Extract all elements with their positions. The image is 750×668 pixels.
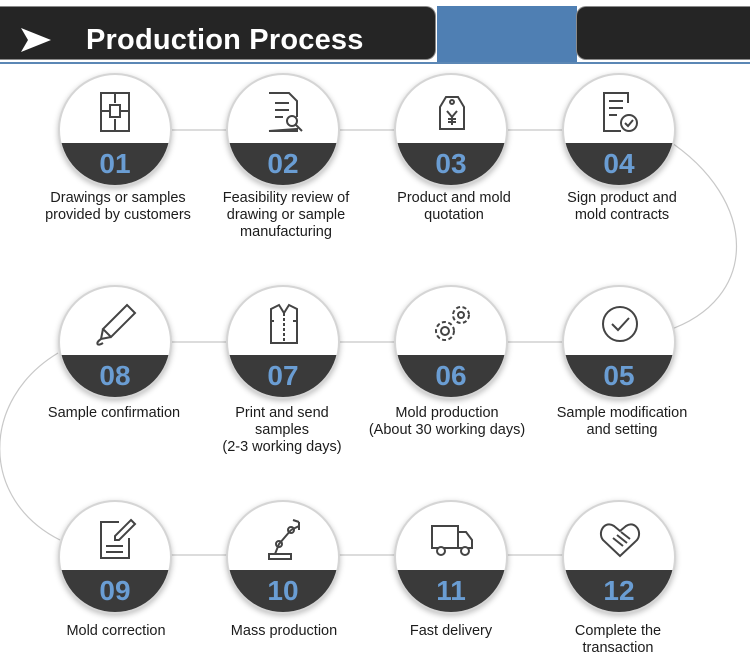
step-number: 08	[99, 360, 131, 391]
step-circle: 03	[394, 73, 508, 187]
process-step-04: 04	[562, 73, 676, 187]
process-step-03: 03	[394, 73, 508, 187]
step-label-01: Drawings or samples provided by customer…	[45, 190, 191, 223]
step-number: 06	[435, 360, 467, 391]
pen-icon	[96, 303, 137, 346]
step-label-11: Fast delivery	[409, 623, 493, 639]
header-banner: Production Process	[0, 0, 750, 68]
number-band	[564, 355, 674, 397]
step-number: 03	[435, 148, 467, 179]
gears-icon	[435, 306, 470, 341]
step-label-12: Complete the transaction	[574, 623, 662, 656]
step-circle: 05	[562, 285, 676, 399]
step-label-04: Sign product and mold contracts	[567, 190, 677, 223]
number-band	[564, 143, 674, 185]
step-number: 05	[603, 360, 635, 391]
signed-contract-icon	[603, 92, 638, 132]
step-label-09: Mold correction	[66, 623, 166, 639]
delivery-truck-icon	[431, 525, 473, 556]
step-circle: 02	[226, 73, 340, 187]
process-step-12: 12	[562, 500, 676, 614]
garment-sample-icon	[270, 303, 298, 344]
step-circle: 06	[394, 285, 508, 399]
process-step-02: 02	[226, 73, 340, 187]
process-step-10: 10	[226, 500, 340, 614]
step-circle: 09	[58, 500, 172, 614]
robot-arm-icon	[268, 519, 300, 560]
header-title-tab: Production Process	[0, 6, 436, 60]
step-number: 04	[603, 148, 635, 179]
step-circle: 07	[226, 285, 340, 399]
blueprint-icon	[100, 92, 130, 132]
process-step-11: 11	[394, 500, 508, 614]
number-band	[228, 570, 338, 612]
arrow-right-icon	[21, 28, 51, 52]
handshake-icon	[599, 523, 641, 558]
number-band	[60, 355, 170, 397]
step-number: 07	[267, 360, 299, 391]
step-circle: 11	[394, 500, 508, 614]
step-number: 01	[99, 148, 131, 179]
number-band	[396, 570, 506, 612]
document-review-icon	[268, 92, 303, 132]
step-number: 02	[267, 148, 299, 179]
process-step-07: 07	[226, 285, 340, 399]
header-underline	[0, 62, 750, 64]
step-circle: 08	[58, 285, 172, 399]
process-step-05: 05	[562, 285, 676, 399]
process-step-01: 01	[58, 73, 172, 187]
step-label-03: Product and mold quotation	[397, 190, 511, 223]
step-circle: 10	[226, 500, 340, 614]
step-circle: 04	[562, 73, 676, 187]
step-number: 11	[436, 575, 466, 606]
process-step-06: 06	[394, 285, 508, 399]
step-number: 09	[99, 575, 131, 606]
step-label-07: Print and send samples (2-3 working days…	[222, 405, 342, 455]
header-blue-block	[437, 6, 577, 62]
number-band	[228, 355, 338, 397]
header-right-tab	[576, 6, 750, 60]
step-label-08: Sample confirmation	[47, 405, 181, 421]
step-number: 12	[603, 575, 635, 606]
process-step-08: 08	[58, 285, 172, 399]
number-band	[60, 143, 170, 185]
number-band	[228, 143, 338, 185]
edit-document-icon	[100, 518, 137, 559]
number-band	[60, 570, 170, 612]
number-band	[396, 355, 506, 397]
step-label-02: Feasibility review of drawing or sample …	[222, 190, 350, 240]
page-title: Production Process	[86, 24, 364, 56]
process-step-09: 09	[58, 500, 172, 614]
step-circle: 12	[562, 500, 676, 614]
step-label-05: Sample modification and setting	[556, 405, 688, 438]
step-circle: 01	[58, 73, 172, 187]
checkmark-circle-icon	[602, 306, 638, 342]
number-band	[396, 143, 506, 185]
step-label-10: Mass production	[230, 623, 338, 639]
step-label-06: Mold production (About 30 working days)	[368, 405, 526, 438]
price-tag-icon	[439, 96, 465, 130]
number-band	[564, 570, 674, 612]
step-number: 10	[267, 575, 299, 606]
